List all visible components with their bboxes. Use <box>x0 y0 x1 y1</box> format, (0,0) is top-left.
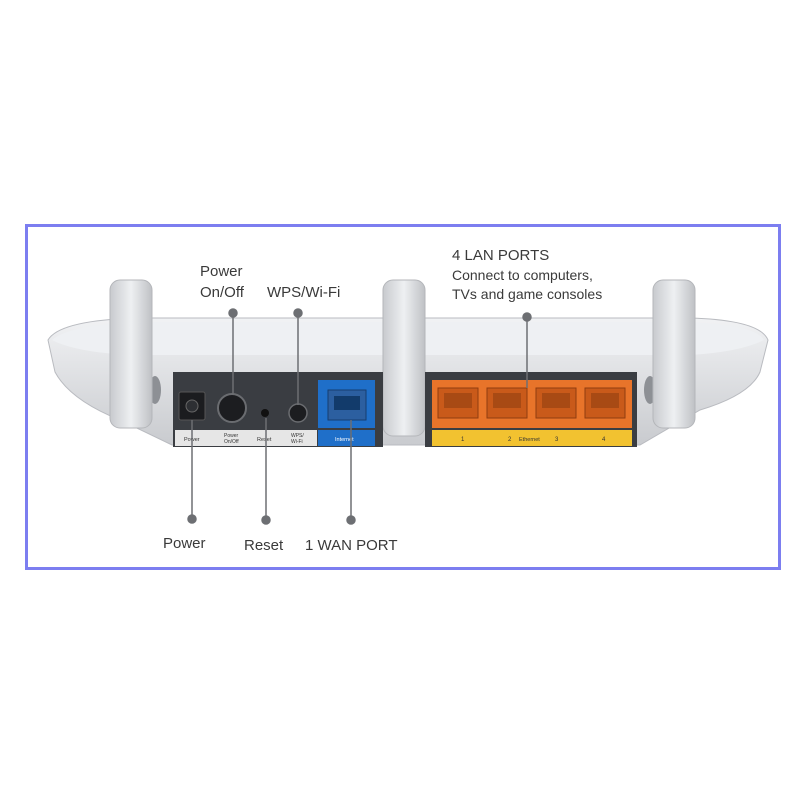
diagram-frame <box>25 224 781 570</box>
callout-lan-sub1: Connect to computers, <box>452 267 593 283</box>
callout-lan-title: 4 LAN PORTS <box>452 247 550 264</box>
callout-wan: 1 WAN PORT <box>305 537 398 554</box>
callout-power-onoff-line2: On/Off <box>200 284 244 301</box>
callout-lan-sub2: TVs and game consoles <box>452 286 603 302</box>
callout-power-onoff: Power <box>200 262 243 282</box>
callout-wps-wifi: WPS/Wi-Fi <box>267 284 341 301</box>
callout-power-onoff-line1: Power <box>200 263 243 280</box>
callout-reset: Reset <box>244 537 284 554</box>
callout-power: Power <box>163 535 206 552</box>
